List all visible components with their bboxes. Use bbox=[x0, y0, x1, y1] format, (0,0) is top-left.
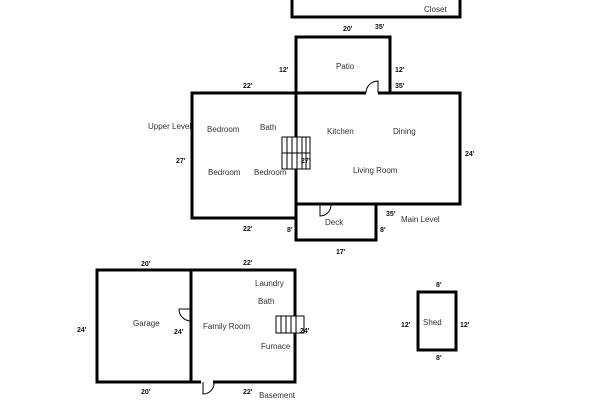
room-living-room: Living Room bbox=[353, 166, 398, 175]
room-bedroom: Bedroom bbox=[208, 168, 241, 177]
room-laundry: Laundry bbox=[255, 279, 284, 288]
room-family-room: Family Room bbox=[203, 322, 250, 331]
dim-label: 12' bbox=[279, 67, 289, 74]
dim-label: 22' bbox=[243, 226, 253, 233]
label-basement: Basement bbox=[259, 391, 296, 400]
room-garage: Garage bbox=[133, 319, 160, 328]
patio-walls bbox=[294, 35, 392, 93]
dim-label: 20' bbox=[343, 26, 353, 33]
dim-label: 12' bbox=[401, 322, 411, 329]
dim-label: 8' bbox=[436, 355, 442, 362]
main-level-walls bbox=[294, 91, 462, 206]
dim-label: 24' bbox=[174, 329, 184, 336]
patio-door-icon bbox=[365, 80, 379, 94]
dim-label: 8' bbox=[380, 227, 386, 234]
dim-label: 8' bbox=[287, 227, 293, 234]
dim-label: 20' bbox=[141, 261, 151, 268]
room-dining: Dining bbox=[393, 127, 416, 136]
room-bedroom: Bedroom bbox=[254, 168, 287, 177]
room-deck: Deck bbox=[325, 218, 344, 227]
shed-walls bbox=[416, 290, 458, 352]
room-bedroom: Bedroom bbox=[207, 125, 240, 134]
dim-label: 35' bbox=[395, 83, 405, 90]
dim-label: 22' bbox=[243, 389, 253, 396]
stairs-basement-icon bbox=[275, 315, 305, 334]
room-patio: Patio bbox=[336, 62, 355, 71]
closet-walls bbox=[290, 0, 462, 19]
dim-label: 27' bbox=[176, 158, 186, 165]
dim-label: 22' bbox=[243, 83, 253, 90]
dim-label: 12' bbox=[395, 67, 405, 74]
deck-walls bbox=[294, 204, 378, 242]
basement-door-icon bbox=[202, 381, 215, 395]
label-main-level: Main Level bbox=[401, 215, 440, 224]
deck-door-icon bbox=[319, 204, 332, 217]
garage-door-icon bbox=[178, 308, 192, 322]
dim-label: 27' bbox=[301, 158, 311, 165]
dim-label: 24' bbox=[77, 327, 87, 334]
dim-label: 12' bbox=[460, 322, 470, 329]
dim-label: 35' bbox=[375, 24, 385, 31]
room-furnace: Furnace bbox=[261, 342, 291, 351]
room-bath: Bath bbox=[258, 297, 274, 306]
stairs-main-icon bbox=[281, 136, 311, 170]
upper-level-walls bbox=[190, 91, 298, 220]
dim-label: 17' bbox=[336, 249, 346, 256]
dim-label: 22' bbox=[243, 260, 253, 267]
label-upper-level: Upper Level bbox=[148, 122, 191, 131]
room-closet: Closet bbox=[424, 5, 447, 14]
dim-label: 24' bbox=[300, 328, 310, 335]
dim-label: 20' bbox=[141, 389, 151, 396]
room-kitchen: Kitchen bbox=[327, 127, 354, 136]
room-shed: Shed bbox=[423, 318, 442, 327]
dim-label: 35' bbox=[386, 211, 396, 218]
room-bath: Bath bbox=[260, 123, 276, 132]
dim-label: 8' bbox=[436, 282, 442, 289]
dim-label: 24' bbox=[465, 151, 475, 158]
